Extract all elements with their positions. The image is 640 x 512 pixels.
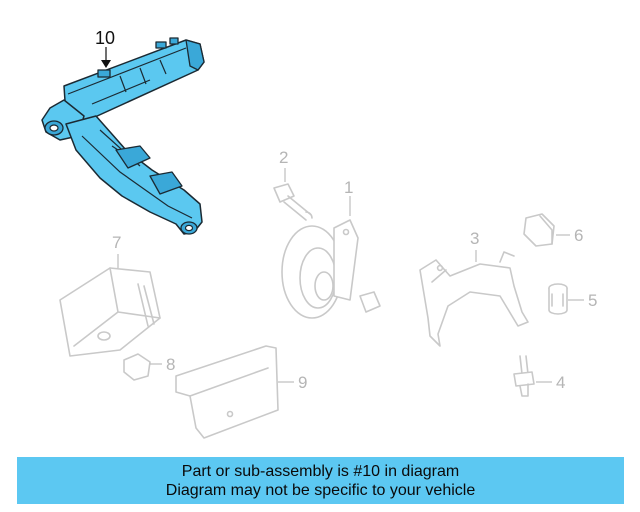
- part-1-horn[interactable]: [281, 219, 381, 319]
- callout-10[interactable]: 10: [95, 28, 115, 48]
- callout-9[interactable]: 9: [298, 373, 307, 392]
- callout-6[interactable]: 6: [574, 226, 583, 245]
- leader-10-arrow: [101, 60, 111, 68]
- callout-3[interactable]: 3: [470, 229, 479, 248]
- callout-8[interactable]: 8: [166, 355, 175, 374]
- parts-diagram: 10 2 1 3 6 5 4: [41, 28, 597, 439]
- callout-5[interactable]: 5: [588, 291, 597, 310]
- part-2-bolt[interactable]: [273, 183, 313, 221]
- part-6-nut[interactable]: [523, 213, 555, 247]
- callout-2[interactable]: 2: [279, 148, 288, 167]
- callout-4[interactable]: 4: [556, 373, 565, 392]
- info-banner: Part or sub-assembly is #10 in diagram D…: [17, 457, 624, 504]
- part-5-grommet[interactable]: [548, 283, 568, 315]
- part-3-bracket[interactable]: [419, 251, 529, 347]
- part-9-plate[interactable]: [175, 345, 279, 439]
- banner-line-2: Diagram may not be specific to your vehi…: [165, 481, 476, 499]
- banner-line-1: Part or sub-assembly is #10 in diagram: [181, 462, 460, 480]
- part-4-stud[interactable]: [513, 355, 535, 397]
- callout-1[interactable]: 1: [344, 178, 353, 197]
- callout-7[interactable]: 7: [112, 233, 121, 252]
- part-10-module[interactable]: [41, 37, 205, 235]
- part-7-housing[interactable]: [59, 267, 161, 357]
- part-8-nut[interactable]: [123, 353, 151, 381]
